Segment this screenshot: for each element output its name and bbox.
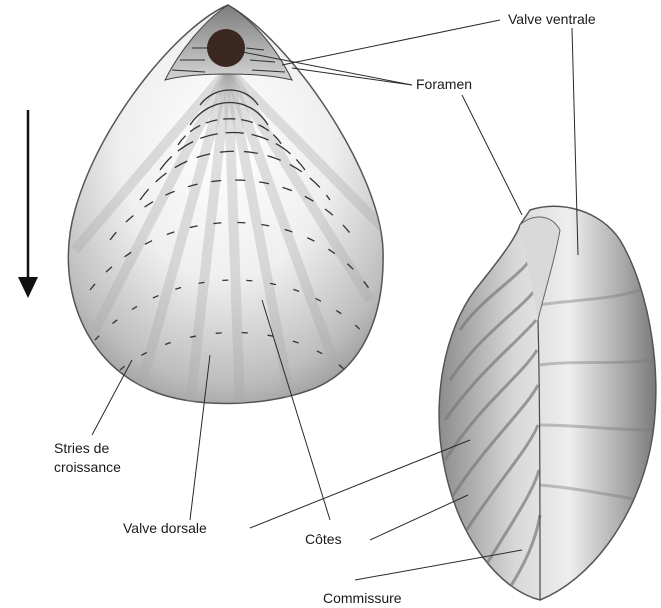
label-foramen: Foramen [416, 76, 472, 92]
shell-side-view [439, 206, 656, 600]
foramen-hole [207, 29, 245, 67]
label-stries-line1: Stries de [54, 440, 109, 456]
label-stries-line2: croissance [54, 459, 121, 475]
label-cotes: Côtes [305, 531, 342, 547]
label-valve-dorsale: Valve dorsale [123, 520, 207, 536]
shell-front-view [68, 5, 385, 408]
down-arrow-icon [18, 110, 38, 298]
label-commissure: Commissure [323, 590, 402, 606]
label-valve-ventrale: Valve ventrale [508, 11, 596, 27]
